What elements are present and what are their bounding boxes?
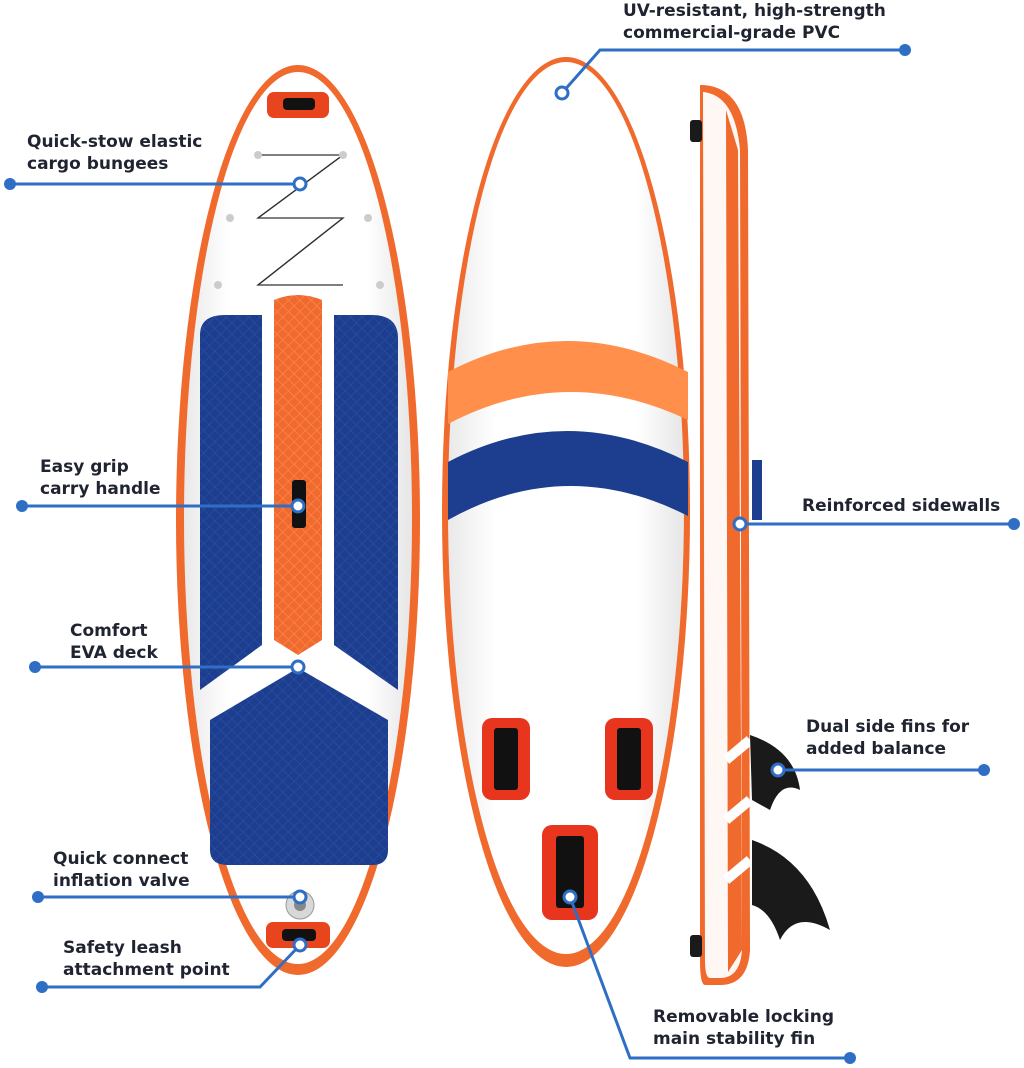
- orange-chevron: [448, 341, 688, 424]
- callout-lines: [10, 48, 1014, 1060]
- middle-board-body: [448, 62, 684, 954]
- side-blue-accent: [752, 460, 762, 520]
- deck-pad-left: [200, 315, 262, 690]
- callout-label-valve: Quick connect inflation valve: [53, 849, 190, 891]
- callout-target-dots: [290, 85, 786, 953]
- callout-line-main-fin: [568, 896, 850, 1060]
- callout-label-side-fins: Dual side fins for added balance: [806, 717, 970, 759]
- board-top-view: [176, 65, 420, 975]
- callout-label-handle: Easy grip carry handle: [40, 457, 161, 499]
- bungee-anchors: [214, 151, 384, 289]
- nose-handle: [283, 98, 315, 110]
- callout-line-leash: [42, 943, 302, 989]
- deck-pad-center-stripe: [274, 295, 322, 655]
- side-nose-handle: [690, 120, 702, 142]
- main-fin: [752, 840, 830, 940]
- callout-label-deck: Comfort EVA deck: [70, 621, 158, 663]
- board-bottom-view: [442, 57, 690, 967]
- callout-label-main-fin: Removable locking main stability fin: [653, 1007, 834, 1049]
- callout-label-pvc: UV-resistant, high-strength commercial-g…: [623, 1, 886, 43]
- deck-pad-tail: [210, 668, 388, 865]
- callout-label-sidewalls: Reinforced sidewalls: [802, 496, 1001, 516]
- board-side-view: [690, 85, 830, 985]
- callout-label-bungees: Quick-stow elastic cargo bungees: [27, 132, 203, 174]
- callout-label-leash: Safety leash attachment point: [63, 938, 230, 980]
- blue-chevron: [448, 431, 688, 520]
- tail-handle: [282, 929, 316, 941]
- side-tail-handle: [690, 935, 702, 957]
- callout-end-dots: [4, 44, 1020, 1064]
- deck-pad-right: [334, 315, 398, 690]
- callout-line-pvc: [560, 48, 905, 94]
- side-tail-stripes: [722, 736, 754, 884]
